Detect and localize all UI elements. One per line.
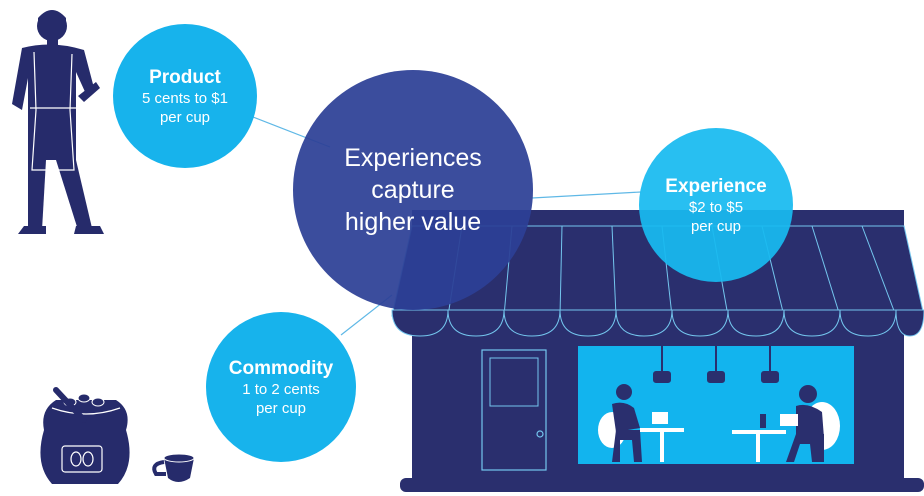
connector-experience — [531, 191, 642, 199]
shop-base — [400, 478, 924, 492]
barista-icon — [12, 10, 104, 234]
coffee-cup-icon — [152, 453, 195, 482]
commodity-price: 1 to 2 cents — [242, 380, 320, 398]
door-window — [489, 357, 539, 407]
product-unit: per cup — [159, 108, 211, 126]
center-line-3: higher value — [344, 208, 482, 236]
door-knob — [536, 430, 544, 438]
cafe-guest-left — [598, 384, 684, 462]
commodity-title: Commodity — [228, 357, 334, 379]
pendant-lamps — [653, 346, 779, 383]
product-bubble: Product 5 cents to $1 per cup — [113, 24, 257, 168]
awning-scallops — [391, 309, 924, 337]
center-bubble: Experiences capture higher value — [293, 70, 533, 310]
center-line-1: Experiences — [344, 144, 482, 172]
cafe-guest-right — [732, 385, 840, 462]
experience-title: Experience — [665, 175, 767, 197]
product-price: 5 cents to $1 — [142, 89, 228, 107]
experience-bubble: Experience $2 to $5 per cup — [639, 128, 793, 282]
coffee-bean-sack-icon — [40, 387, 130, 484]
experience-price: $2 to $5 — [688, 198, 744, 216]
product-title: Product — [149, 66, 221, 88]
shop-door — [481, 349, 547, 471]
experience-unit: per cup — [690, 217, 742, 235]
commodity-bubble: Commodity 1 to 2 cents per cup — [206, 312, 356, 462]
center-line-2: capture — [371, 176, 455, 204]
commodity-unit: per cup — [255, 399, 307, 417]
barista-apron — [30, 51, 76, 171]
